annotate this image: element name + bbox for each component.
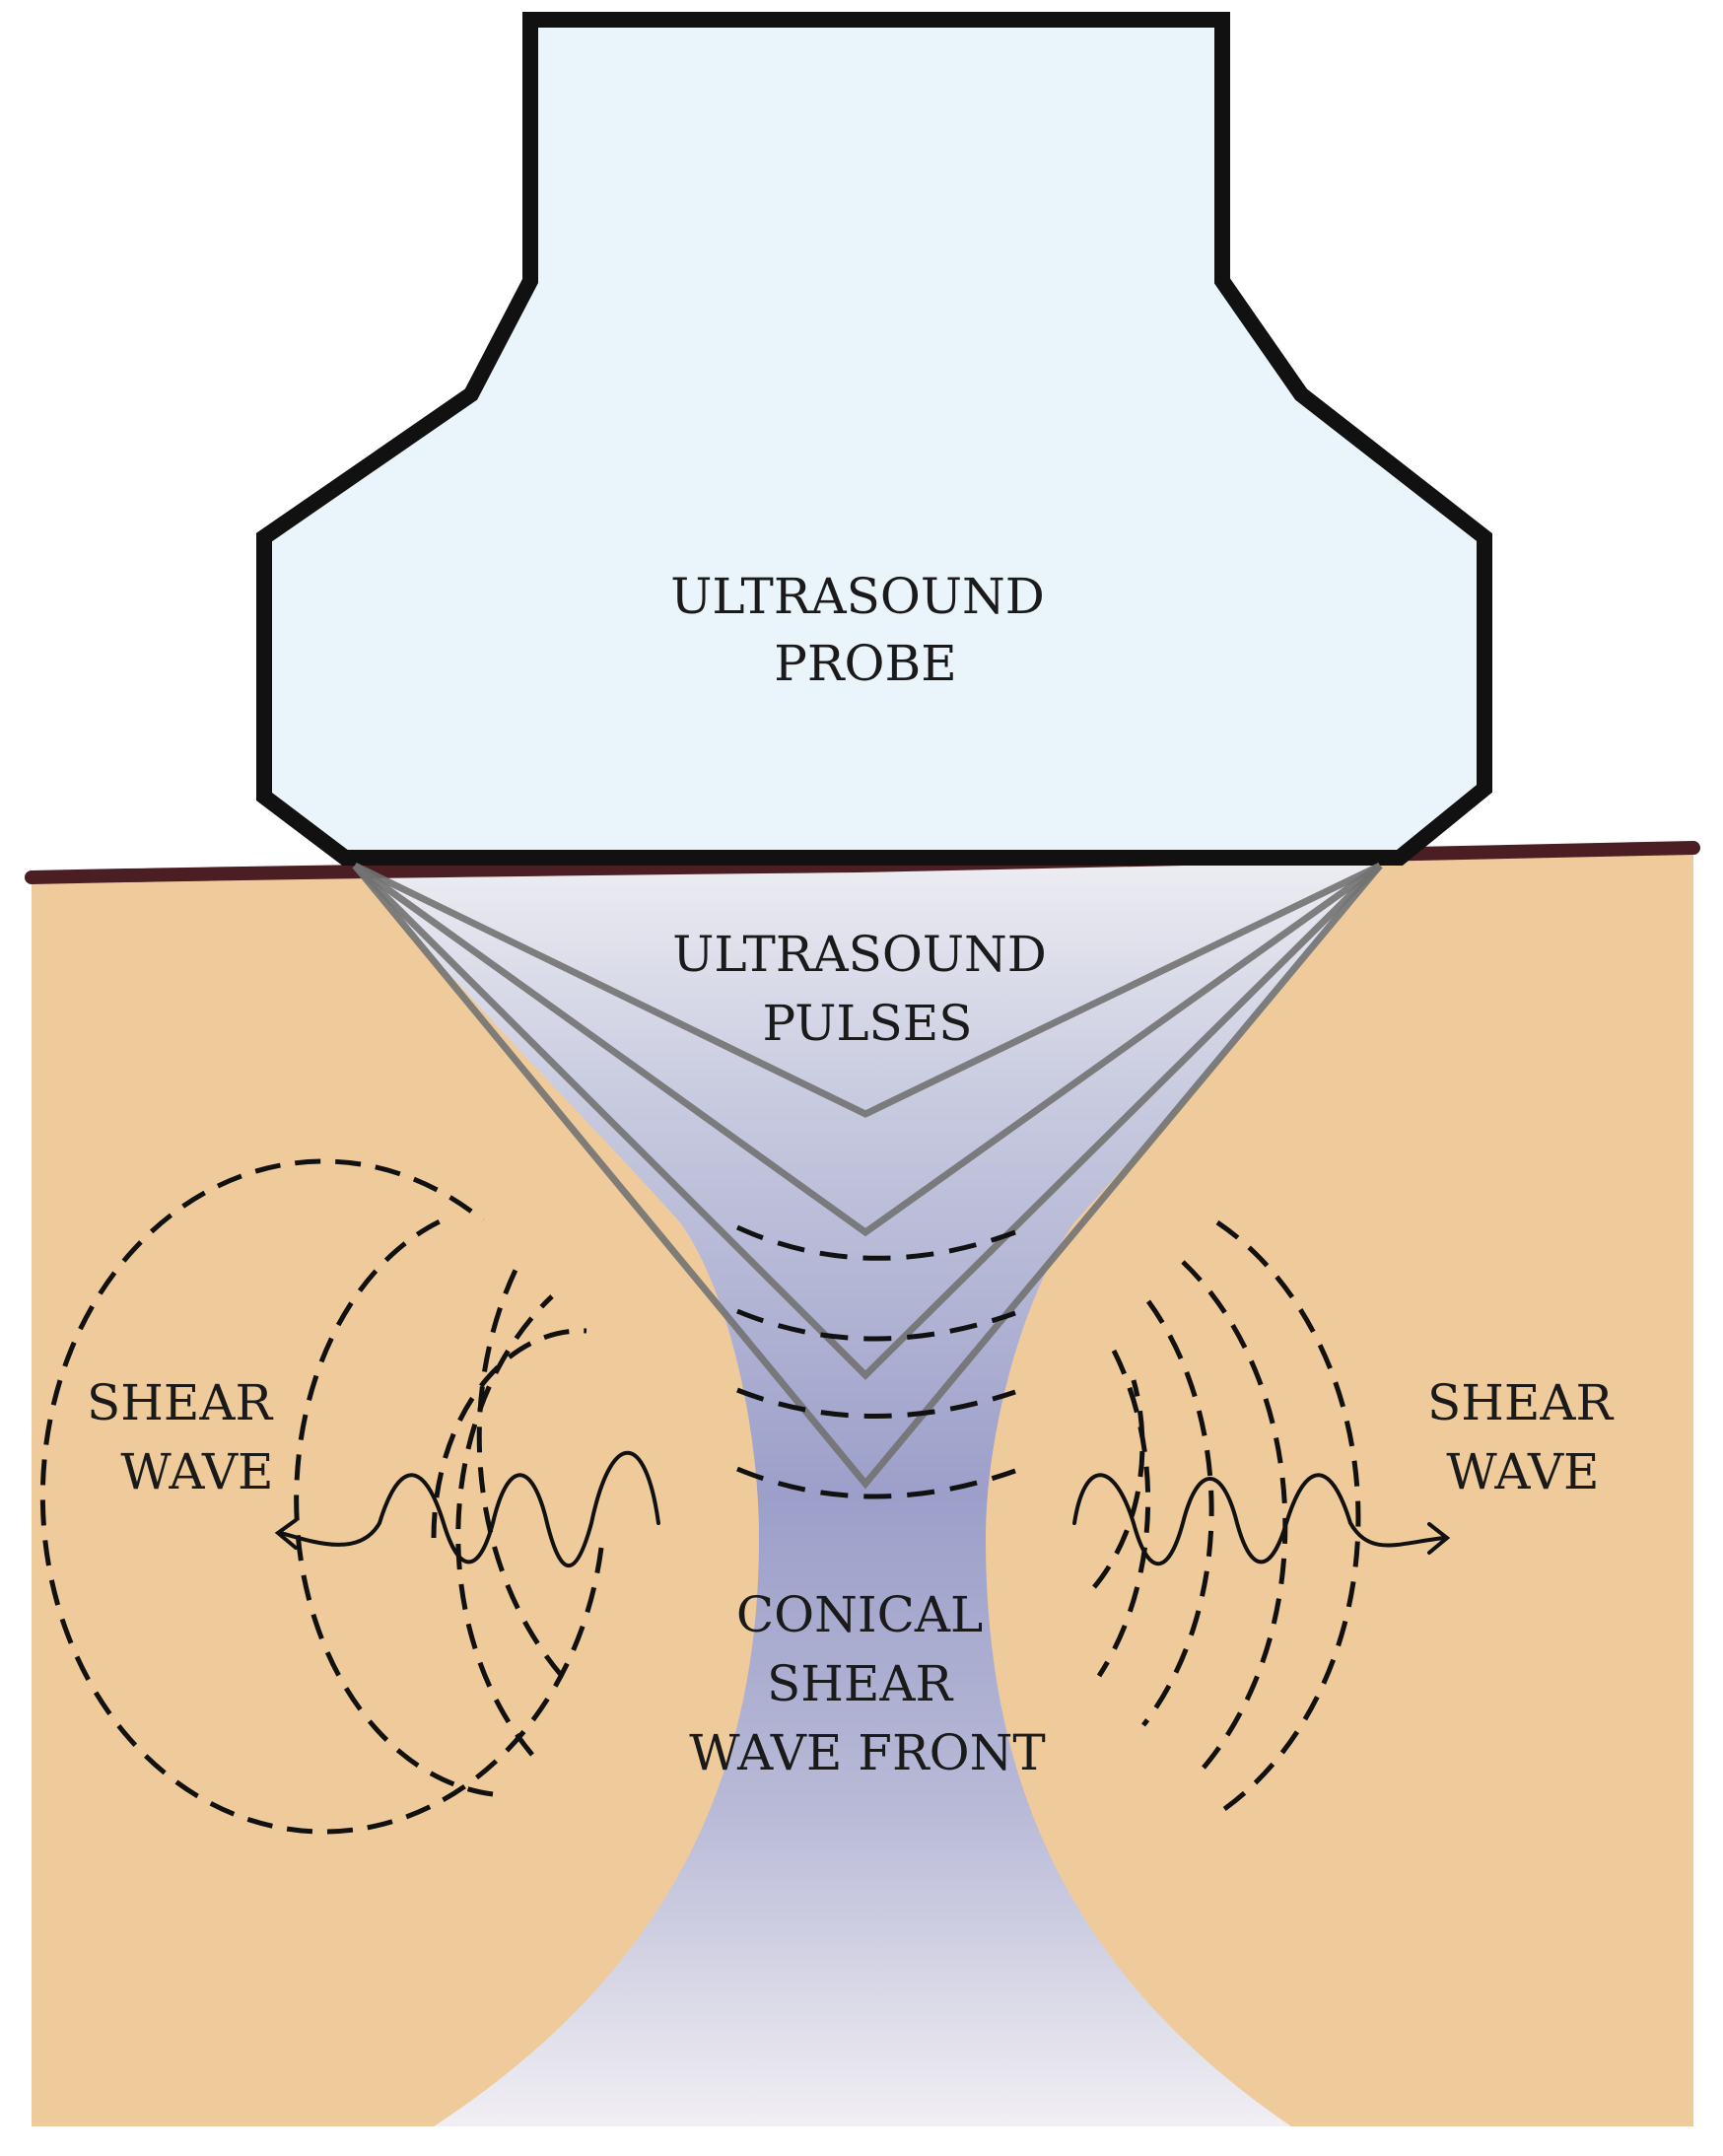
- left-arc-2: [476, 1258, 564, 1678]
- right-arrow-icon: [1427, 1522, 1451, 1555]
- left-wavefront-arcs: [39, 1158, 604, 1835]
- right-arc-3: [1141, 1299, 1214, 1727]
- shear-right-line-2: WAVE: [1446, 1443, 1599, 1500]
- shear-wave-label-left: SHEAR WAVE: [87, 1374, 288, 1500]
- pulses-label-line-2: PULSES: [762, 995, 972, 1052]
- probe-label-line-2: PROBE: [774, 635, 957, 692]
- left-shear-wave: [274, 1450, 660, 1568]
- front-arc-1: [735, 1224, 1016, 1261]
- left-arrow-icon: [274, 1518, 298, 1550]
- pulses-label-line-1: ULTRASOUND: [672, 926, 1047, 983]
- front-label-line-2: SHEAR: [767, 1655, 953, 1712]
- left-shear-wave-line: [279, 1450, 660, 1568]
- left-arc-1: [39, 1158, 604, 1835]
- right-shear-wave-line: [1072, 1473, 1446, 1566]
- ultrasound-probe: [256, 12, 1492, 866]
- front-arc-4: [736, 1466, 1016, 1499]
- ultrasound-pulse-lines: [352, 862, 1383, 1490]
- pulses-label: ULTRASOUND PULSES: [672, 926, 1063, 1052]
- pulse-line-2: [352, 863, 1383, 1237]
- front-label-line-3: WAVE FRONT: [689, 1724, 1045, 1781]
- probe-label: ULTRASOUND PROBE: [670, 568, 1061, 692]
- shear-left-line-2: WAVE: [120, 1443, 273, 1500]
- right-wavefront-arcs: [1092, 1219, 1361, 1817]
- left-arc-5: [431, 1328, 587, 1539]
- pulse-line-1: [353, 862, 1382, 1118]
- shear-right-line-1: SHEAR: [1427, 1374, 1614, 1431]
- right-shear-wave: [1072, 1473, 1451, 1566]
- pulse-line-4: [352, 863, 1383, 1490]
- right-arc-4: [1096, 1349, 1151, 1678]
- shear-wave-label-right: SHEAR WAVE: [1427, 1374, 1628, 1500]
- left-arc-4: [294, 1215, 494, 1797]
- pulse-line-3: [352, 863, 1383, 1380]
- central-wave-front-arcs: [735, 1224, 1016, 1499]
- shear-left-line-1: SHEAR: [87, 1374, 273, 1431]
- front-label-line-1: CONICAL: [736, 1586, 983, 1643]
- probe-label-line-1: ULTRASOUND: [670, 568, 1045, 625]
- front-arc-2: [736, 1308, 1016, 1342]
- left-arc-3: [455, 1294, 554, 1757]
- conical-shear-wave-front-label: CONICAL SHEAR WAVE FRONT: [689, 1586, 1045, 1781]
- front-arc-3: [736, 1387, 1016, 1419]
- right-arc-1: [1215, 1219, 1361, 1817]
